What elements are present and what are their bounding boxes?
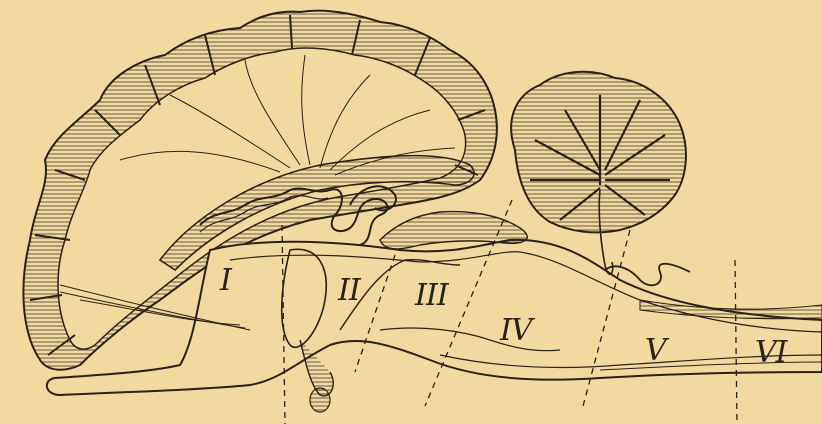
region-label-III: III	[414, 278, 450, 313]
region-label-VI: VI	[755, 335, 789, 370]
region-label-II: II	[337, 273, 362, 308]
region-label-IV: IV	[499, 313, 536, 348]
